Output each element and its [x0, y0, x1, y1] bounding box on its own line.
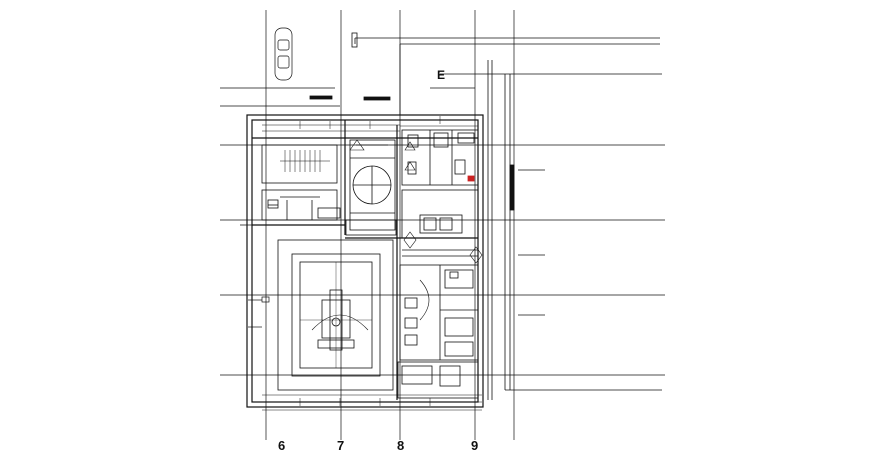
axis-label-7: 7	[337, 438, 344, 453]
bottom-dimension-lines	[262, 394, 482, 411]
bedrooms-lower	[397, 264, 479, 399]
axis-label-8: 8	[397, 438, 404, 453]
central-hall	[345, 139, 397, 236]
bathrooms-upper	[401, 129, 479, 186]
building-walls	[246, 114, 484, 408]
car-icon	[274, 27, 293, 81]
axis-label-6: 6	[278, 438, 285, 453]
parking-area	[274, 27, 660, 116]
courtyard	[277, 239, 394, 391]
stair-room	[261, 144, 341, 221]
axis-label-9: 9	[471, 438, 478, 453]
left-markers	[240, 224, 270, 328]
top-dimension-lines	[262, 119, 478, 132]
grid-label-e: E	[437, 68, 445, 82]
east-wall	[487, 60, 662, 400]
dimension-ticks	[299, 116, 441, 406]
accent-marker	[467, 175, 475, 182]
middle-right-room	[401, 189, 483, 264]
